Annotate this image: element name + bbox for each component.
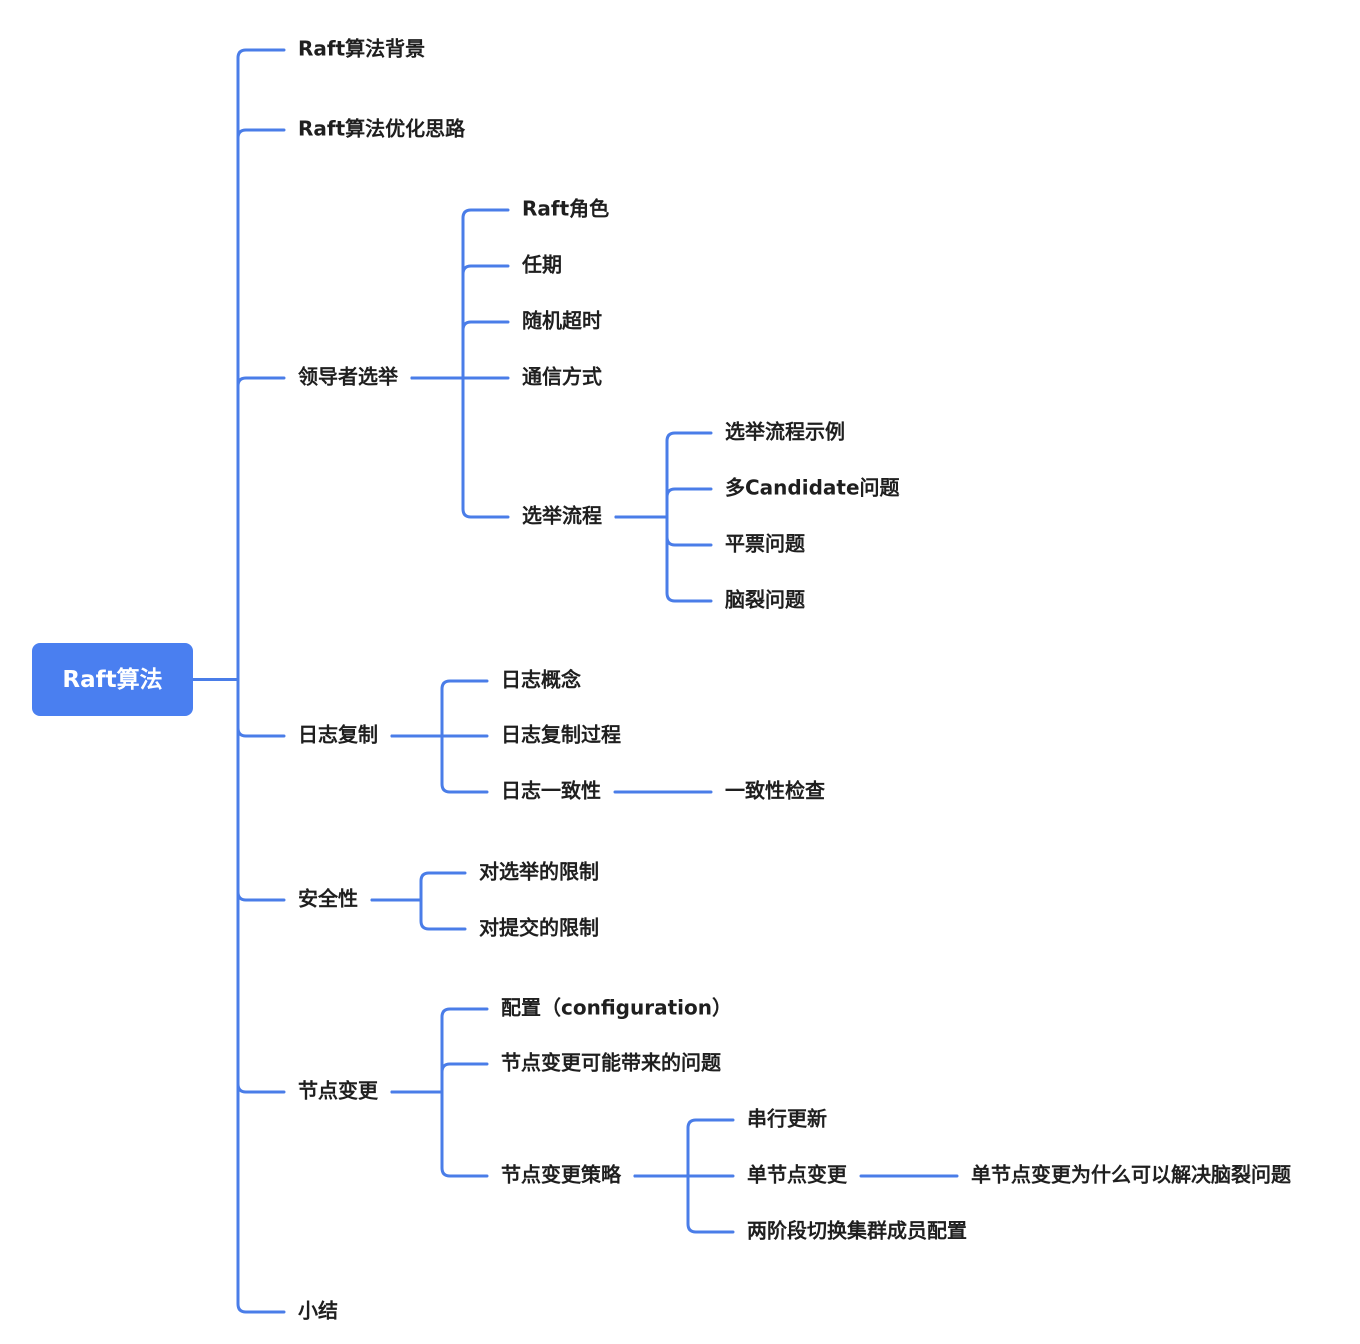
node-5-2-2[interactable]: 两阶段切换集群成员配置	[747, 1219, 967, 1243]
connector-branch-2	[236, 376, 286, 681]
connector-lines	[191, 48, 959, 1314]
node-2-2[interactable]: 随机超时	[522, 309, 602, 333]
connector-2-2	[410, 320, 510, 380]
node-2-4[interactable]: 选举流程	[522, 504, 602, 528]
connector-5-2-0	[633, 1118, 735, 1178]
node-4-0[interactable]: 对选举的限制	[479, 860, 599, 884]
connector-2-0	[410, 208, 510, 380]
connector-5-1	[390, 1062, 489, 1094]
connector-branch-5	[236, 678, 286, 1094]
branch-node-3[interactable]: 日志复制	[298, 723, 378, 747]
connector-branch-4	[236, 678, 286, 902]
connector-2-4-0	[614, 431, 713, 519]
node-4-1[interactable]: 对提交的限制	[479, 916, 599, 940]
connector-3-0	[390, 679, 489, 738]
node-2-3[interactable]: 通信方式	[522, 365, 602, 389]
node-3-1[interactable]: 日志复制过程	[501, 723, 621, 747]
branch-node-6[interactable]: 小结	[298, 1299, 338, 1323]
connector-5-2-2	[633, 1174, 735, 1234]
connector-2-4-3	[614, 515, 713, 603]
connector-branch-3	[236, 678, 286, 738]
branch-node-0[interactable]: Raft算法背景	[298, 37, 425, 61]
connector-2-4-2	[614, 515, 713, 547]
root-node-label: Raft算法	[62, 666, 162, 693]
connector-4-1	[370, 898, 467, 931]
node-2-0[interactable]: Raft角色	[522, 197, 609, 221]
connector-5-0	[390, 1007, 489, 1094]
branch-node-4[interactable]: 安全性	[298, 887, 358, 911]
connector-branch-6	[236, 678, 286, 1314]
connector-2-4	[410, 376, 510, 519]
connector-2-1	[410, 264, 510, 380]
node-2-4-1[interactable]: 多Candidate问题	[725, 476, 901, 500]
node-2-4-0[interactable]: 选举流程示例	[725, 420, 845, 444]
node-5-0[interactable]: 配置（configuration）	[501, 996, 732, 1020]
connector-5-2	[390, 1090, 489, 1178]
node-2-4-2[interactable]: 平票问题	[725, 532, 806, 556]
branch-node-5[interactable]: 节点变更	[298, 1079, 379, 1103]
node-5-2[interactable]: 节点变更策略	[501, 1163, 622, 1187]
node-5-2-1-0[interactable]: 单节点变更为什么可以解决脑裂问题	[971, 1163, 1292, 1187]
connector-2-4-1	[614, 487, 713, 519]
connector-branch-1	[236, 128, 286, 681]
node-5-2-0[interactable]: 串行更新	[747, 1107, 827, 1131]
node-5-1[interactable]: 节点变更可能带来的问题	[501, 1051, 722, 1075]
connector-3-2	[390, 734, 489, 794]
node-3-0[interactable]: 日志概念	[501, 668, 581, 692]
node-2-4-3[interactable]: 脑裂问题	[725, 588, 806, 612]
branch-node-1[interactable]: Raft算法优化思路	[298, 117, 466, 141]
node-5-2-1[interactable]: 单节点变更	[747, 1163, 848, 1187]
root-node[interactable]	[32, 643, 193, 716]
branch-node-2[interactable]: 领导者选举	[298, 365, 399, 389]
connector-branch-0	[236, 48, 286, 681]
node-2-1[interactable]: 任期	[521, 253, 562, 277]
node-3-2-0[interactable]: 一致性检查	[725, 779, 825, 803]
node-3-2[interactable]: 日志一致性	[501, 779, 601, 803]
connector-4-0	[370, 871, 467, 902]
